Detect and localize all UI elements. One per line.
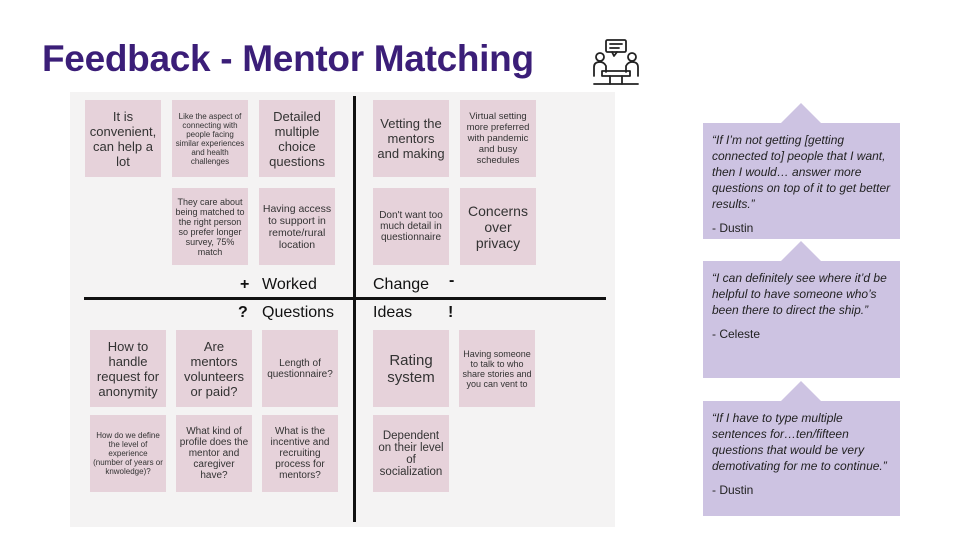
sticky-note: Like the aspect of connecting with peopl…: [172, 100, 248, 177]
sticky-note: Virtual setting more preferred with pand…: [460, 100, 536, 177]
questions-symbol: ?: [238, 304, 248, 321]
sticky-note: What is the incentive and recruiting pro…: [262, 415, 338, 492]
quote-callout: “If I’m not getting [getting connected t…: [703, 103, 900, 239]
sticky-note: What kind of profile does the mentor and…: [176, 415, 252, 492]
sticky-note: Length of questionnaire?: [262, 330, 338, 407]
sticky-note: Detailed multiple choice questions: [259, 100, 335, 177]
sticky-note: How do we define the level of experience…: [90, 415, 166, 492]
feedback-board: It is convenient, can help a lot Like th…: [70, 92, 615, 527]
sticky-note: Rating system: [373, 330, 449, 407]
change-label: Change: [373, 276, 430, 293]
meeting-discussion-icon: [593, 39, 639, 85]
sticky-note: They care about being matched to the rig…: [172, 188, 248, 265]
ideas-label: Ideas: [373, 304, 413, 321]
sticky-note: Concerns over privacy: [460, 188, 536, 265]
horizontal-divider: [84, 297, 606, 300]
sticky-note: Don't want too much detail in questionna…: [373, 188, 449, 265]
slide-title: Feedback - Mentor Matching: [42, 38, 534, 79]
worked-symbol: +: [240, 276, 250, 293]
quote-callout: “I can definitely see where it’d be help…: [703, 241, 900, 378]
worked-label: Worked: [262, 276, 317, 293]
vertical-divider: [353, 96, 356, 522]
sticky-note: It is convenient, can help a lot: [85, 100, 161, 177]
quote-text: “If I have to type multiple sentences fo…: [712, 411, 887, 473]
sticky-note: How to handle request for anonymity: [90, 330, 166, 407]
quote-author: - Dustin: [712, 483, 754, 497]
sticky-note: Vetting the mentors and making: [373, 100, 449, 177]
quote-text: “If I’m not getting [getting connected t…: [712, 133, 891, 211]
quote-author: - Celeste: [712, 327, 761, 341]
quote-author: - Dustin: [712, 221, 754, 235]
ideas-symbol: !: [448, 304, 454, 321]
sticky-note: Dependent on their level of socializatio…: [373, 415, 449, 492]
quote-callout: “If I have to type multiple sentences fo…: [703, 381, 900, 516]
sticky-note: Having someone to talk to who share stor…: [459, 330, 535, 407]
change-symbol: -: [449, 272, 455, 289]
sticky-note: Are mentors volunteers or paid?: [176, 330, 252, 407]
questions-label: Questions: [262, 304, 335, 321]
quote-text: “I can definitely see where it’d be help…: [712, 271, 887, 317]
sticky-note: Having access to support in remote/rural…: [259, 188, 335, 265]
